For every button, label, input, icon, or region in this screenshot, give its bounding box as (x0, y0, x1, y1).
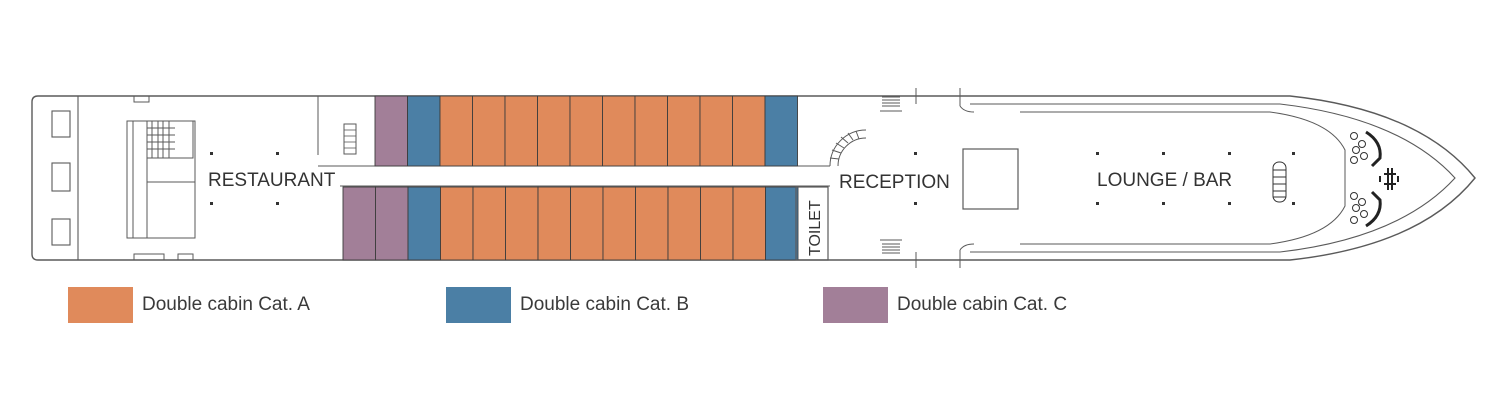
cabin-top-7-cat-a (569, 95, 603, 167)
legend-swatch-cat-a (68, 287, 133, 323)
staircase-icon (343, 123, 357, 155)
cabin-bottom-13-cat-a (732, 186, 766, 261)
center-core (962, 148, 1019, 210)
stern-vent (133, 253, 165, 261)
lounge-label: LOUNGE / BAR (1097, 170, 1232, 191)
lounge-stair-icon (1272, 161, 1287, 203)
cabin-bottom-4-cat-a (440, 186, 474, 261)
cabin-bottom-9-cat-a (602, 186, 636, 261)
hull-outline (31, 95, 1476, 261)
legend-swatch-cat-b (446, 287, 511, 323)
cabin-bottom-7-cat-a (537, 186, 571, 261)
legend-label-cat-b: Double cabin Cat. B (520, 294, 689, 315)
cabin-top-6-cat-a (537, 95, 571, 167)
cabin-top-4-cat-a (472, 95, 506, 167)
stair-vent-icon (880, 96, 902, 254)
staircase-icon-steps (344, 129, 356, 149)
stern-vent (177, 253, 194, 261)
stern-window (51, 110, 71, 138)
legend-swatch-cat-c (823, 287, 888, 323)
legend-item-cat-a: Double cabin Cat. A (68, 287, 310, 323)
toilet (795, 186, 829, 261)
bow-bar-counter (1365, 130, 1382, 228)
cabin-top-13-cat-b (764, 95, 798, 167)
cabin-top-12-cat-a (732, 95, 766, 167)
cabin-bottom-2-cat-c (375, 186, 409, 261)
restaurant-label: RESTAURANT (208, 170, 336, 191)
cabin-row-top (374, 95, 798, 167)
legend-item-cat-c: Double cabin Cat. C (823, 287, 1067, 323)
cabin-bottom-14-cat-b (765, 186, 799, 261)
galley (126, 120, 196, 239)
bow-seating (1350, 132, 1368, 224)
cabin-bottom-5-cat-a (472, 186, 506, 261)
cabin-row-bottom (342, 186, 799, 261)
cabin-top-10-cat-a (667, 95, 701, 167)
legend-label-cat-a: Double cabin Cat. A (142, 294, 310, 315)
cabin-top-1-cat-c (374, 95, 408, 167)
legend-label-cat-c: Double cabin Cat. C (897, 294, 1068, 315)
legend-item-cat-b: Double cabin Cat. B (446, 287, 689, 323)
hull-inner-line (970, 103, 1456, 253)
cabin-bottom-12-cat-a (700, 186, 734, 261)
toilet-label: TOILET (807, 200, 824, 256)
cabin-bottom-6-cat-a (505, 186, 539, 261)
cabin-bottom-1-cat-c (342, 186, 376, 261)
cabin-bottom-8-cat-a (570, 186, 604, 261)
stern-vent (133, 95, 150, 103)
anchor-winch-icon (1379, 168, 1399, 190)
cabin-top-2-cat-b (407, 95, 441, 167)
restaurant-pillars (210, 152, 279, 205)
stern-window (51, 162, 71, 192)
lounge-pillars (1096, 152, 1295, 205)
spiral-staircase-icon (829, 129, 867, 167)
cabin-bottom-11-cat-a (667, 186, 701, 261)
cabin-top-11-cat-a (699, 95, 733, 167)
reception-walls (915, 88, 975, 268)
cabin-top-3-cat-a (439, 95, 473, 167)
cabin-top-9-cat-a (634, 95, 668, 167)
cabin-top-8-cat-a (602, 95, 636, 167)
cabin-bottom-3-cat-b (407, 186, 441, 261)
reception-label: RECEPTION (839, 172, 950, 193)
reception-pillars (914, 152, 917, 205)
cabin-bottom-10-cat-a (635, 186, 669, 261)
stern-window (51, 218, 71, 246)
cabin-top-5-cat-a (504, 95, 538, 167)
bow-inner-line (1020, 111, 1346, 245)
